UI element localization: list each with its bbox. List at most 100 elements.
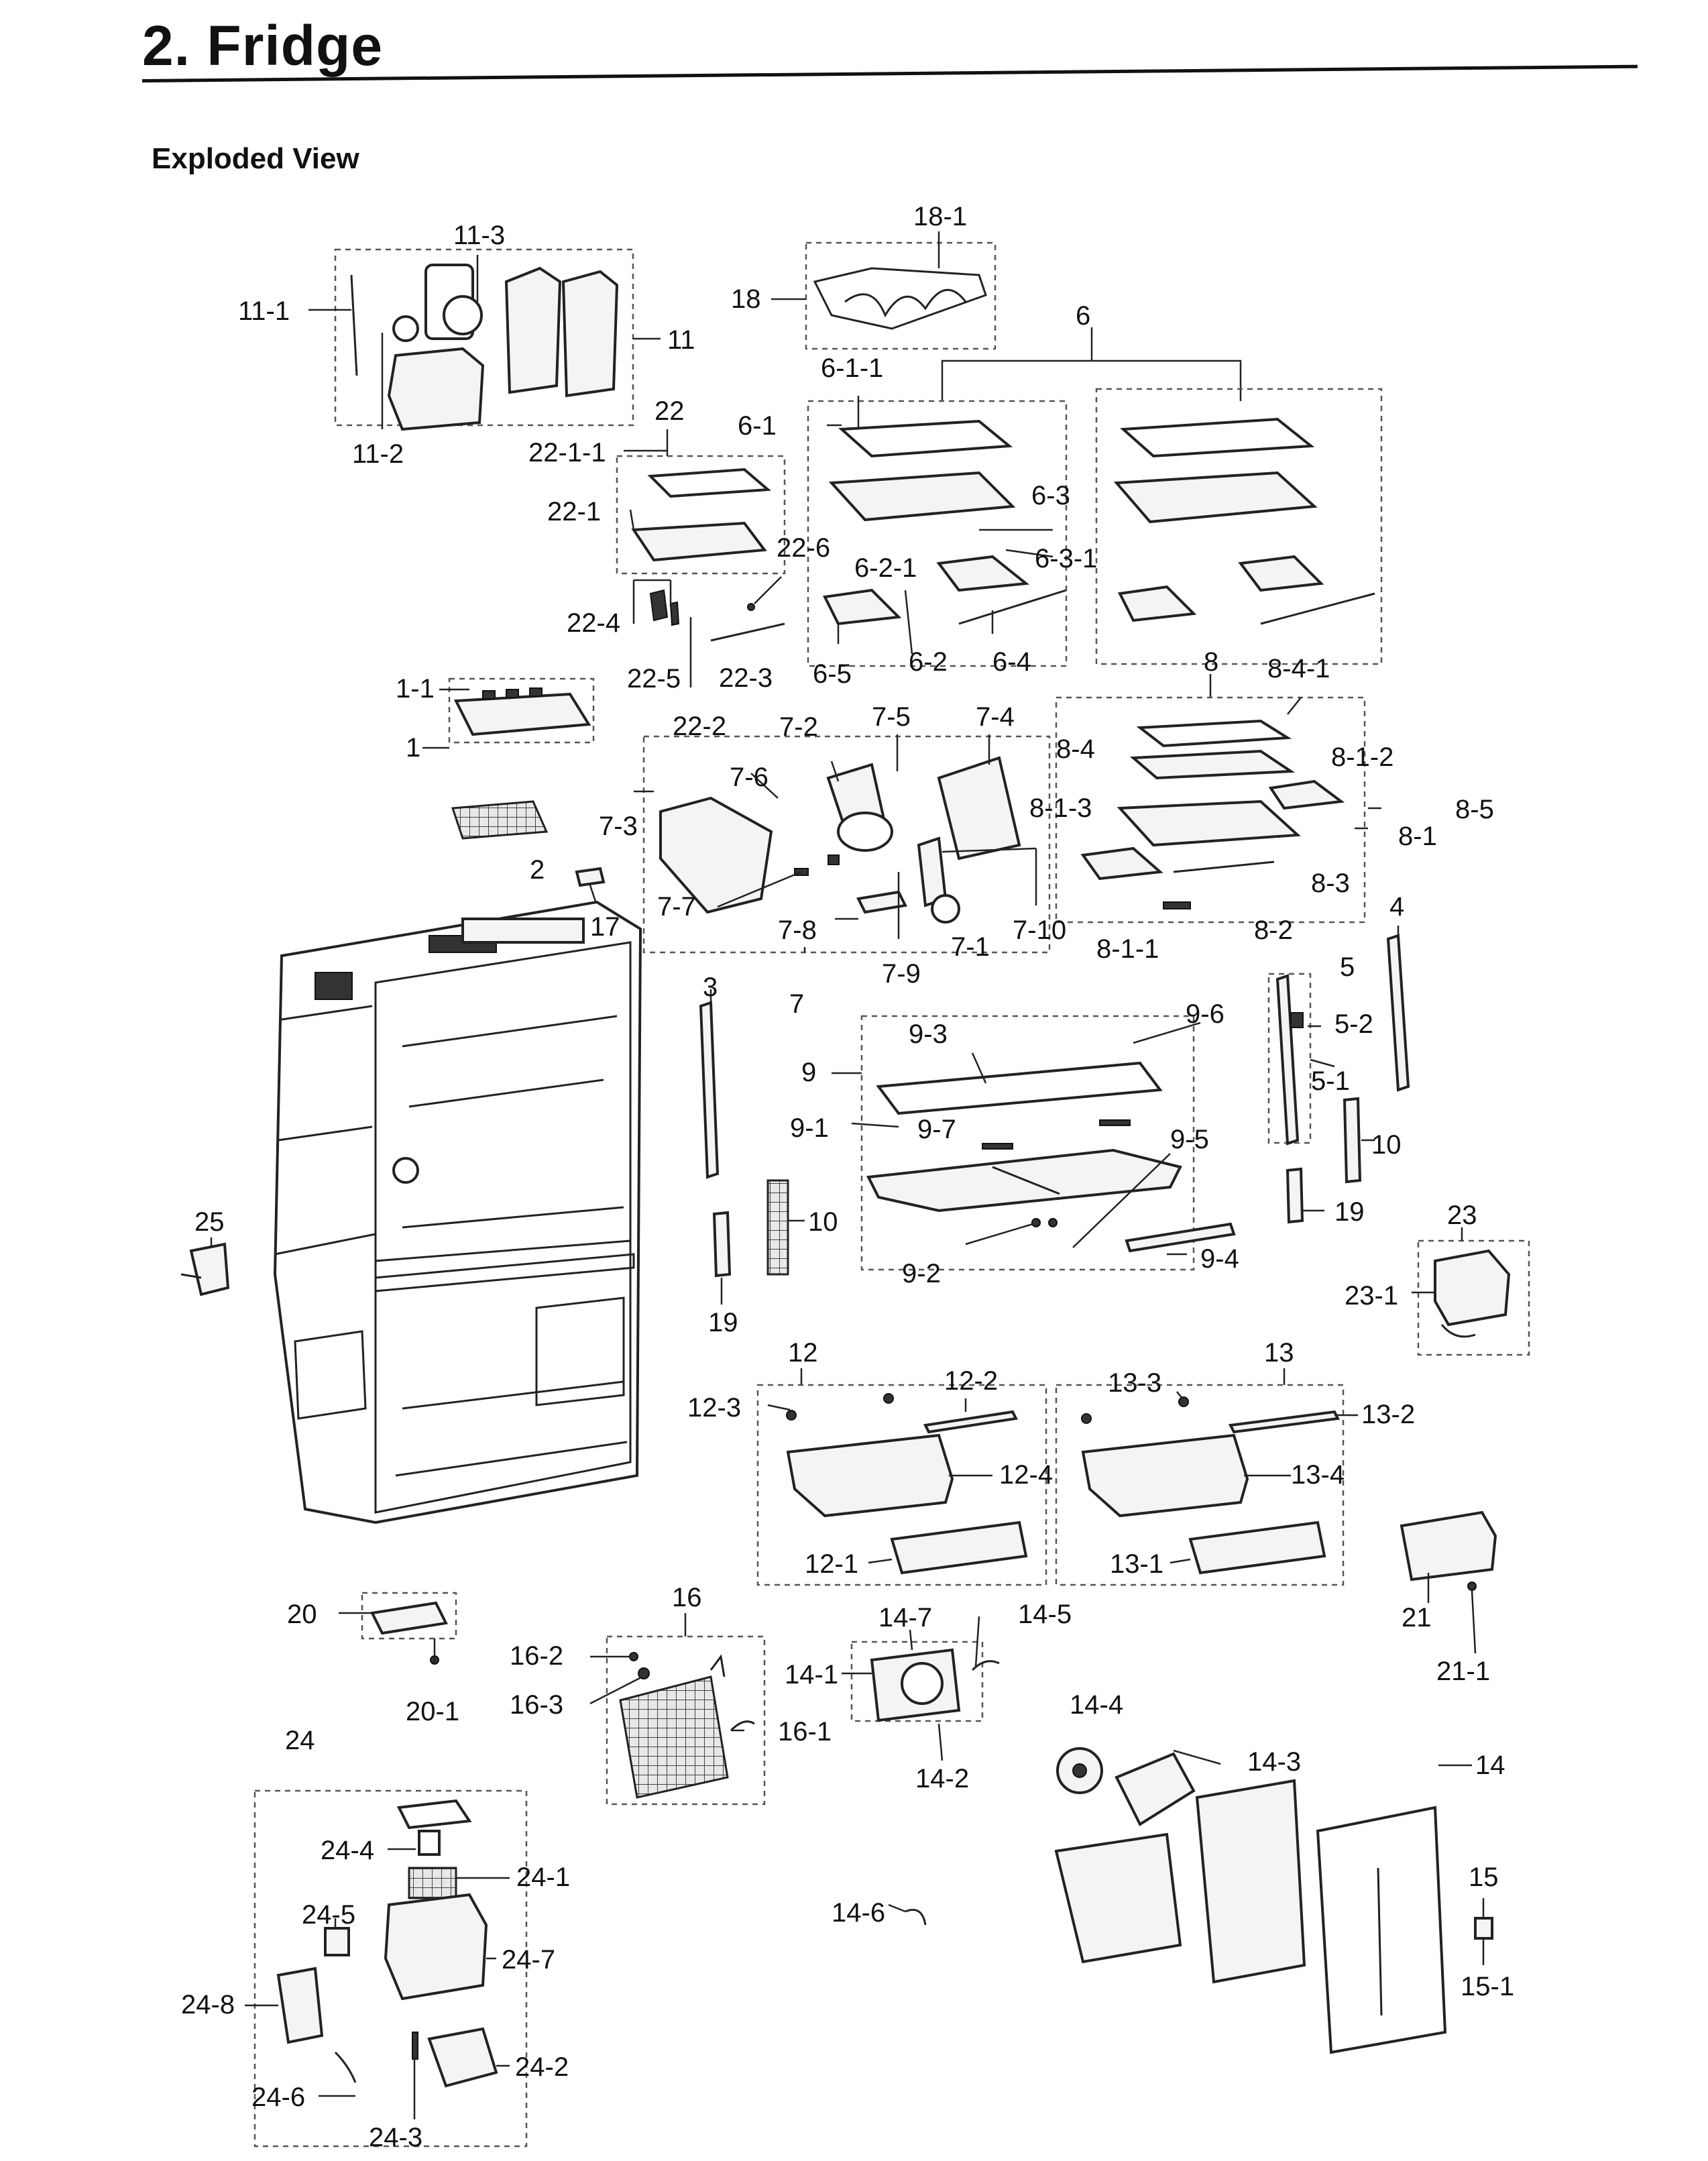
fan-14-7: [901, 1662, 944, 1705]
callout-6-4: 6-4: [992, 647, 1031, 677]
ice-bucket-cover-right: [561, 270, 619, 398]
callout-24-6: 24-6: [251, 2083, 305, 2112]
guide-19-right: [1286, 1167, 1304, 1224]
small-shelf-frame: [631, 521, 767, 562]
rail-5-1: [1275, 974, 1300, 1146]
crisper-rail-12-2: [923, 1410, 1019, 1434]
part-group-15: [1474, 1898, 1493, 1965]
callout-22-6: 22-6: [777, 533, 830, 563]
callout-9-6: 9-6: [1186, 999, 1225, 1029]
bracket-21: [1400, 1510, 1497, 1582]
callout-12-1: 12-1: [805, 1549, 858, 1579]
shelf-glass-right: [1120, 417, 1315, 458]
crisper-front-left: [890, 1520, 1028, 1575]
callout-14: 14: [1475, 1751, 1505, 1780]
air-filter-cover: [451, 800, 549, 840]
callout-13-2: 13-2: [1361, 1400, 1415, 1429]
shelf-bracket-6-2: [822, 588, 902, 626]
callout-24-5: 24-5: [302, 1900, 355, 1930]
part-15: [1474, 1917, 1493, 1940]
callout-labels: 11-3 11-1 11 11-2 18-1 18 6 6-1-1 6-1 6-…: [181, 202, 1514, 2152]
part-group-5: [1267, 926, 1410, 1224]
motor-7-10: [837, 812, 893, 852]
callout-14-7: 14-7: [878, 1603, 932, 1632]
slide-trim-9-4: [1125, 1222, 1236, 1253]
callout-9-2: 9-2: [902, 1259, 941, 1288]
callout-14-3: 14-3: [1247, 1747, 1301, 1777]
callout-13-3: 13-3: [1108, 1368, 1161, 1398]
ice-rod: [350, 274, 358, 376]
callout-5-2: 5-2: [1334, 1009, 1373, 1039]
group-13-boundary: [1055, 1384, 1345, 1586]
part-group-23: [1412, 1227, 1530, 1356]
duct-left: [1054, 1832, 1182, 1964]
callout-21-1: 21-1: [1436, 1657, 1490, 1686]
callout-9-4: 9-4: [1200, 1244, 1239, 1274]
group-14-1-boundary: [850, 1641, 984, 1722]
callout-12-2: 12-2: [944, 1366, 998, 1396]
shelf-frame-left: [828, 471, 1016, 522]
part-7-8: [856, 890, 907, 914]
crisper-glass: [1136, 719, 1292, 748]
part-group-22: [616, 429, 786, 687]
callout-9-3: 9-3: [909, 1019, 948, 1049]
callout-7-7: 7-7: [657, 892, 696, 922]
group-11-boundary: [334, 248, 634, 427]
part-group-20: [339, 1592, 457, 1665]
shelf-clip-22-4: [649, 589, 669, 622]
part-group-8: [1055, 674, 1381, 924]
wire-24-6: [334, 2051, 357, 2083]
rail-4: [1386, 934, 1410, 1092]
part-group-21: [1400, 1510, 1497, 1654]
callout-16-3: 16-3: [510, 1690, 563, 1720]
callout-12-4: 12-4: [999, 1460, 1053, 1490]
callout-7-8: 7-8: [778, 916, 817, 945]
part-25: [189, 1242, 230, 1296]
section-subtitle: Exploded View: [152, 142, 359, 175]
callout-24-3: 24-3: [369, 2123, 422, 2152]
crisper-glass-frame: [1129, 749, 1296, 780]
callout-11: 11: [667, 325, 695, 355]
clip-17: [575, 867, 606, 887]
filter-10-left: [766, 1179, 789, 1276]
wine-rack: [813, 267, 987, 330]
callout-8-4: 8-4: [1056, 734, 1095, 764]
callout-2: 2: [530, 855, 545, 885]
callout-8-4-1: 8-4-1: [1267, 654, 1330, 683]
crisper-drawer-left: [786, 1433, 954, 1518]
top-cover-plate: [453, 692, 591, 736]
callout-24: 24: [285, 1726, 315, 1755]
duct-center: [1195, 1779, 1306, 1984]
callout-21: 21: [1402, 1603, 1432, 1632]
callout-11-2: 11-2: [352, 439, 404, 469]
group-16-boundary: [606, 1635, 766, 1806]
callout-5-1: 5-1: [1311, 1066, 1350, 1096]
callout-22-5: 22-5: [627, 664, 681, 694]
callout-12-3: 12-3: [687, 1393, 741, 1423]
callout-9: 9: [801, 1058, 816, 1087]
callout-16-1: 16-1: [778, 1717, 832, 1747]
cabinet-outer: [273, 900, 642, 1525]
crisper-bracket-right: [1268, 779, 1345, 810]
callout-19-right: 19: [1334, 1197, 1365, 1227]
callout-1-1: 1-1: [396, 674, 435, 704]
part-group-7: [634, 734, 1051, 954]
part-group-3: [699, 989, 805, 1305]
part-20: [369, 1601, 449, 1635]
grille-24-1: [408, 1867, 457, 1899]
shelf-glass-left: [838, 419, 1013, 458]
callout-8-1-1: 8-1-1: [1096, 934, 1159, 964]
callout-22-1-1: 22-1-1: [528, 438, 606, 467]
crisper-rail-13-2: [1228, 1410, 1341, 1434]
callout-23: 23: [1447, 1201, 1477, 1230]
ice-knob: [392, 315, 419, 342]
crisper-cover-frame: [1117, 799, 1301, 847]
callout-9-7: 9-7: [917, 1115, 956, 1144]
part-group-1: [422, 677, 606, 906]
callout-15: 15: [1469, 1863, 1499, 1892]
callout-24-1: 24-1: [516, 1863, 570, 1892]
callout-18: 18: [731, 284, 761, 314]
group-24-boundary: [253, 1789, 528, 2148]
callout-15-1: 15-1: [1461, 1972, 1514, 2001]
